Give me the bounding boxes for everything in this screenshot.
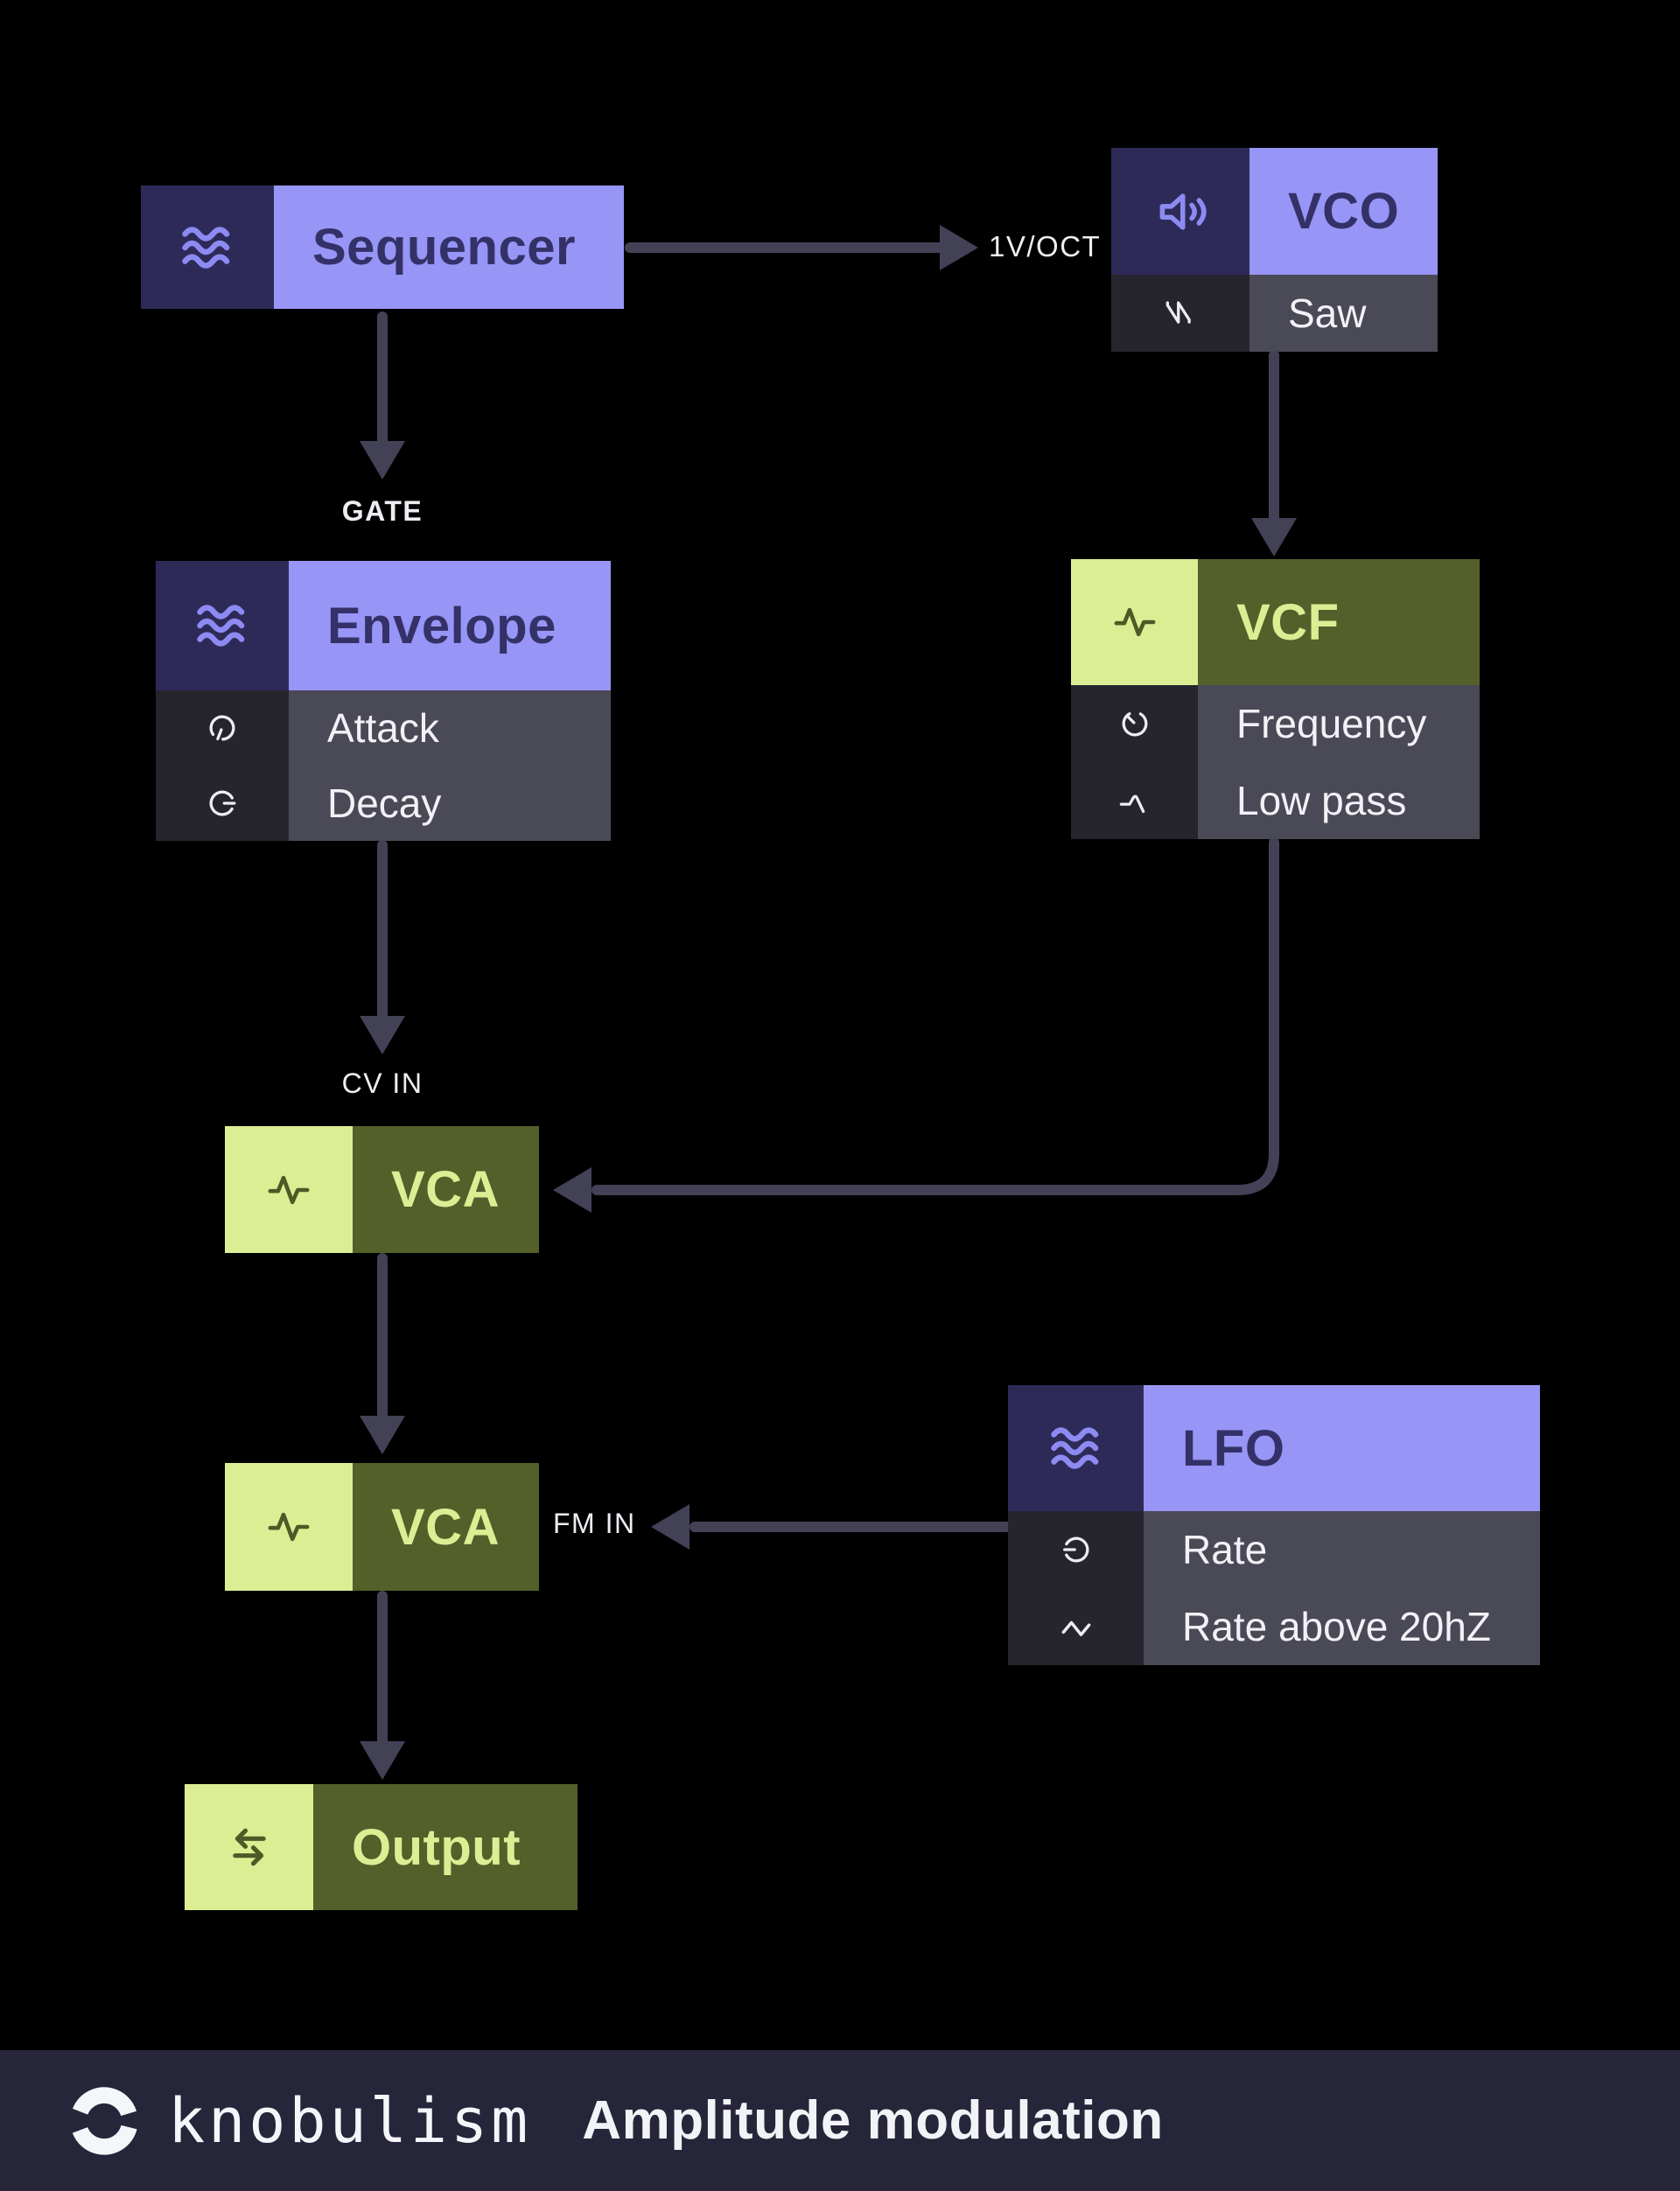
speaker-icon: [1152, 183, 1209, 241]
arrowhead-sequencer-envelope: [360, 441, 405, 480]
node-title: Envelope: [289, 561, 611, 690]
saw-wave-icon: [1161, 294, 1200, 332]
param-icon-cell: [1111, 275, 1250, 352]
node-title: VCO: [1250, 148, 1438, 275]
node-title: LFO: [1144, 1385, 1540, 1511]
node-title: Output: [313, 1784, 578, 1910]
arrowhead-vcf-vca: [553, 1167, 592, 1213]
arrowhead-lfo-vca: [651, 1504, 690, 1550]
pulse-icon: [263, 1502, 314, 1552]
knob-attack-icon: [203, 709, 242, 747]
param-icon-cell: [1071, 685, 1198, 762]
node-icon-cell: [1071, 559, 1198, 685]
transfer-arrows-icon: [222, 1820, 276, 1874]
pulse-icon: [263, 1165, 314, 1215]
node-vca-bottom: VCA: [225, 1463, 539, 1591]
fm-in-label: FM IN: [553, 1508, 636, 1539]
lowpass-icon: [1116, 781, 1154, 820]
cv-in-label: CV IN: [341, 1068, 424, 1099]
param-icon-cell: [1008, 1511, 1144, 1588]
arrowhead-vca-vca: [360, 1416, 405, 1454]
node-param-row: Attack: [156, 690, 611, 766]
param-icon-cell: [156, 690, 289, 766]
param-label: Attack: [289, 690, 611, 766]
param-label: Low pass: [1198, 762, 1480, 839]
connector-vcf-vca: [592, 837, 1279, 1195]
pulse-icon: [1110, 597, 1160, 648]
node-param-row: Low pass: [1071, 762, 1480, 839]
node-output: Output: [185, 1784, 578, 1910]
arrowhead-vca-output: [360, 1741, 405, 1780]
waves-icon: [178, 218, 237, 277]
arrowhead-sequencer-vco: [940, 225, 978, 270]
param-icon-cell: [156, 766, 289, 841]
node-vco: VCO Saw: [1111, 148, 1438, 352]
footer-bar: knobulism Amplitude modulation: [0, 2050, 1680, 2191]
node-icon-cell: [156, 561, 289, 690]
diagram-title: Amplitude modulation: [582, 2090, 1164, 2151]
gate-label: GATE: [341, 495, 424, 527]
sine-wave-icon: [1057, 1607, 1096, 1646]
node-icon-cell: [225, 1126, 353, 1253]
node-param-row: Rate: [1008, 1511, 1540, 1588]
knob-decay-icon: [203, 784, 242, 822]
node-title: VCA: [353, 1463, 539, 1591]
node-icon-cell: [141, 186, 274, 309]
param-icon-cell: [1071, 762, 1198, 839]
param-label: Saw: [1250, 275, 1438, 352]
node-param-row: Frequency: [1071, 685, 1480, 762]
knob-logo-icon: [63, 2080, 145, 2162]
node-title: VCA: [353, 1126, 539, 1253]
waves-icon: [192, 596, 252, 655]
volt-per-octave-label: 1V/OCT: [989, 230, 1102, 262]
node-sequencer: Sequencer: [141, 186, 624, 309]
param-icon-cell: [1008, 1588, 1144, 1665]
node-title: Sequencer: [274, 186, 624, 309]
node-icon-cell: [1111, 148, 1250, 275]
node-param-row: Decay: [156, 766, 611, 841]
node-icon-cell: [185, 1784, 313, 1910]
arrowhead-vco-vcf: [1251, 518, 1297, 556]
param-label: Rate above 20hZ: [1144, 1588, 1540, 1665]
node-param-row: Rate above 20hZ: [1008, 1588, 1540, 1665]
node-param-row: Saw: [1111, 275, 1438, 352]
node-vcf: VCF Frequency Low pass: [1071, 559, 1480, 839]
waves-icon: [1046, 1418, 1106, 1478]
param-label: Frequency: [1198, 685, 1480, 762]
node-lfo: LFO Rate Rate above 20hZ: [1008, 1385, 1540, 1665]
brand-wordmark: knobulism: [168, 2084, 532, 2157]
param-label: Rate: [1144, 1511, 1540, 1588]
node-vca-top: VCA: [225, 1126, 539, 1253]
arrowhead-envelope-vca: [360, 1016, 405, 1054]
node-envelope: Envelope Attack Decay: [156, 561, 611, 841]
node-icon-cell: [225, 1463, 353, 1591]
param-label: Decay: [289, 766, 611, 841]
node-icon-cell: [1008, 1385, 1144, 1511]
knob-rate-icon: [1057, 1530, 1096, 1569]
node-title: VCF: [1198, 559, 1480, 685]
dial-icon: [1116, 704, 1154, 743]
